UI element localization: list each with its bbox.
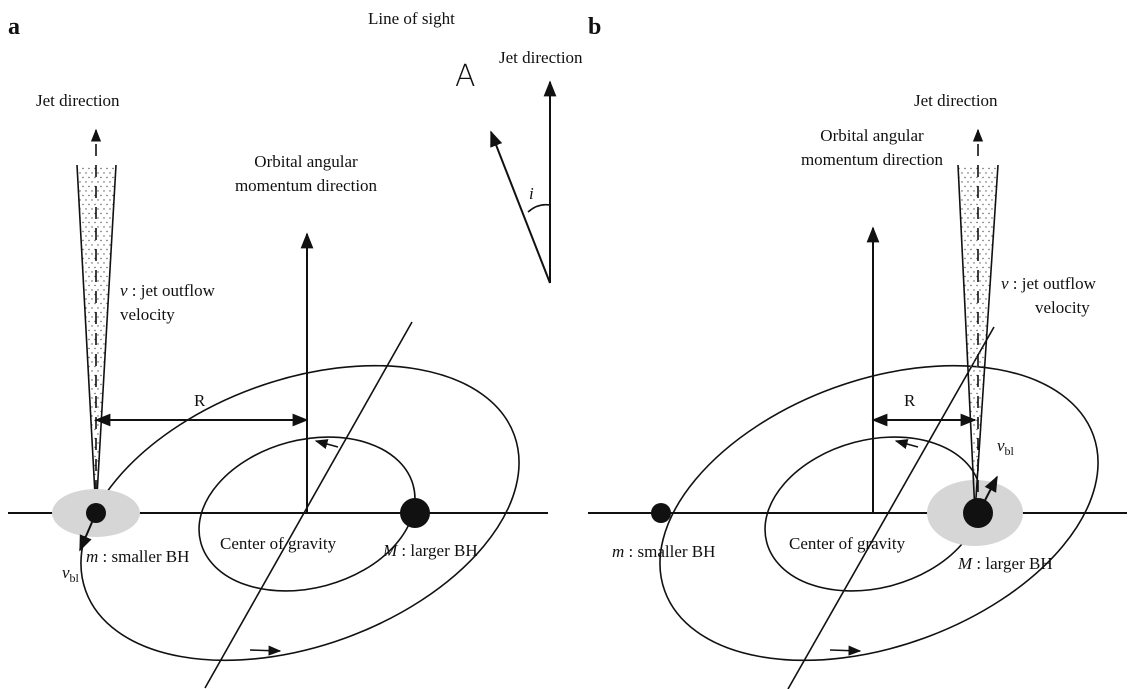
inclination-inset: Line of sight A Jet direction i (368, 9, 583, 284)
observer-glyph: A (455, 59, 476, 94)
diagonal-axis-line (204, 321, 413, 689)
outer-orbit-arrow (249, 645, 282, 656)
bulk-velocity-label: vbl (997, 436, 1015, 458)
orbital-momentum-label-line1: Orbital angular (820, 126, 924, 145)
jet-velocity-label-line2: velocity (120, 305, 175, 324)
outer-orbit-arrow (829, 645, 862, 656)
inclination-angle-label: i (529, 184, 534, 203)
bulk-velocity-arrow (979, 475, 998, 511)
orbital-momentum-label-line1: Orbital angular (254, 152, 358, 171)
panel-b: b R Jet direction Orbital angular moment… (588, 14, 1127, 689)
panel-a: a R Jet direction Orbital angular mome (8, 14, 548, 689)
larger-bh-label: M : larger BH (957, 554, 1053, 573)
smaller-bh-label: m : smaller BH (86, 547, 189, 566)
line-of-sight-label: Line of sight (368, 9, 455, 28)
inclination-arc (527, 203, 551, 213)
larger-bh-label: M : larger BH (382, 541, 478, 560)
larger-bh (400, 498, 430, 528)
larger-bh (963, 498, 993, 528)
orbital-momentum-label-line2: momentum direction (801, 150, 944, 169)
panel-a-label: a (8, 14, 20, 40)
bulk-velocity-label: vbl (62, 563, 80, 585)
inner-orbit-arrow (314, 439, 339, 449)
jet-velocity-label-line1: v : jet outflow (120, 281, 216, 300)
inner-orbit-arrow (894, 439, 919, 449)
jet-velocity-label-line2: velocity (1035, 298, 1090, 317)
jet-direction-label: Jet direction (36, 91, 120, 110)
bulk-velocity-arrow (79, 512, 97, 552)
outer-orbit (659, 364, 1099, 662)
orbital-momentum-label-line2: momentum direction (235, 176, 378, 195)
inset-jet-direction-label: Jet direction (499, 48, 583, 67)
separation-label: R (904, 391, 916, 410)
panel-b-label: b (588, 14, 601, 40)
center-of-gravity-label: Center of gravity (220, 534, 337, 553)
separation-label: R (194, 391, 206, 410)
center-of-gravity-label: Center of gravity (789, 534, 906, 553)
diagonal-axis-line (787, 326, 995, 689)
outer-orbit (80, 364, 520, 662)
inner-orbit (198, 436, 416, 592)
jet-cone-edges (957, 164, 999, 514)
smaller-bh (651, 503, 671, 523)
line-of-sight-arrow (490, 130, 551, 284)
smaller-bh-label: m : smaller BH (612, 542, 715, 561)
jet-velocity-label-line1: v : jet outflow (1001, 274, 1097, 293)
jet-direction-label: Jet direction (914, 91, 998, 110)
jet-cone-edges (76, 164, 117, 514)
